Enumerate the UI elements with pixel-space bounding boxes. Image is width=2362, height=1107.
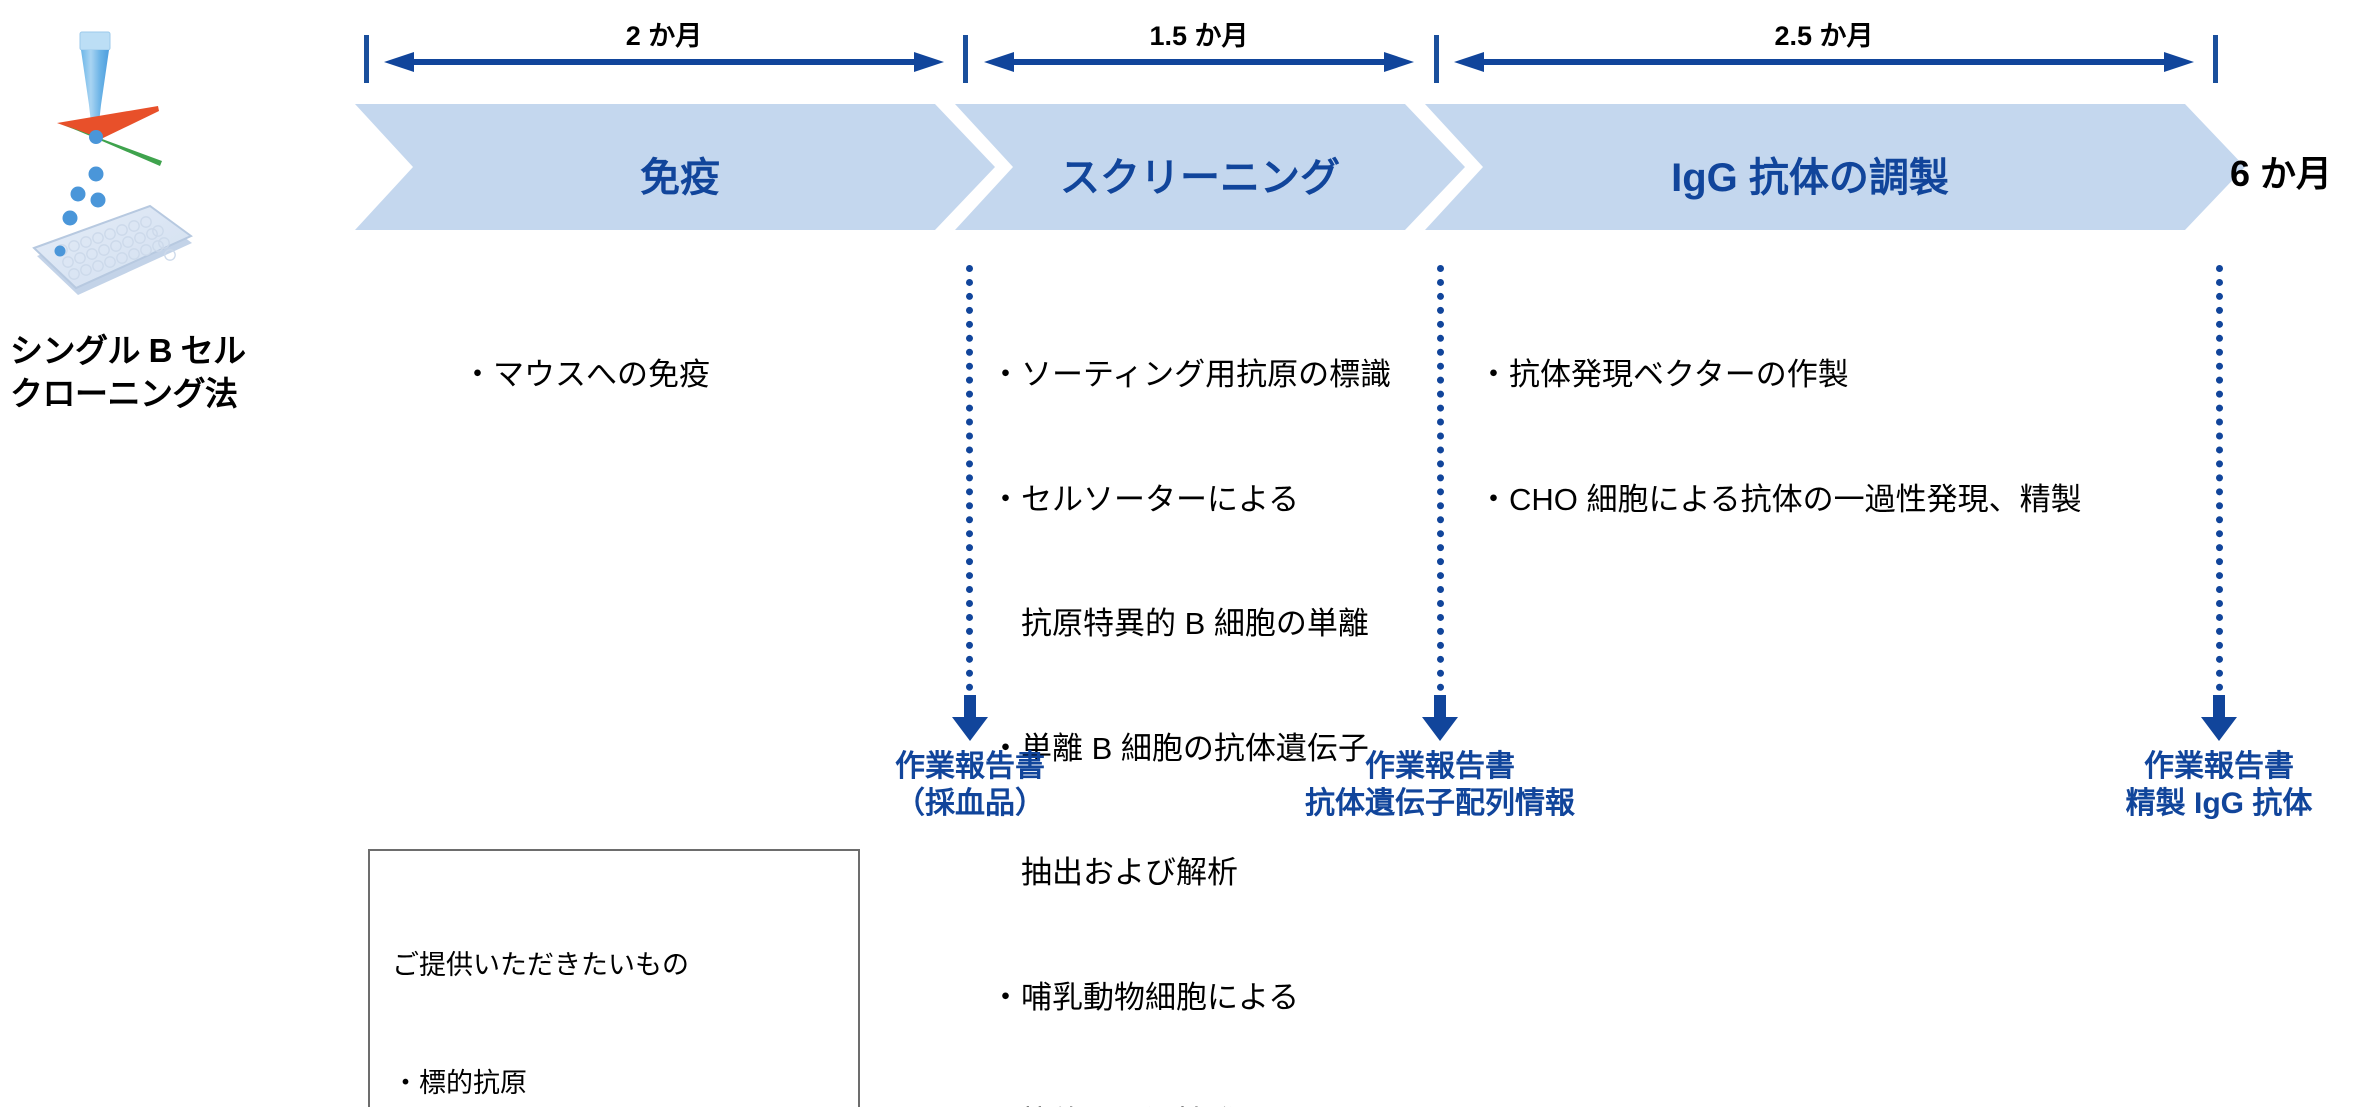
phase-title-0: 免疫 — [640, 156, 720, 200]
deliverable-line1: 作業報告書 — [895, 750, 1045, 783]
list-item: ・マウスへの免疫 — [462, 357, 710, 393]
phase-title-2: IgG 抗体の調製 — [1671, 156, 1949, 200]
tick-start — [364, 35, 369, 83]
single-cell-sorter-icon — [0, 10, 330, 310]
down-arrow-icon-3 — [2199, 695, 2239, 741]
bullet-list-screening: ・ソーティング用抗原の標識 ・セルソーターによる 抗原特異的 B 細胞の単離 ・… — [990, 271, 1420, 1107]
method-title-line2: クローニング法 — [10, 374, 238, 412]
phase-title-1: スクリーニング — [1060, 156, 1340, 200]
chevron-phase-0 — [355, 104, 995, 230]
deliverable-1: 作業報告書 （採血品） — [770, 748, 1170, 822]
dotted-separator-2 — [1437, 265, 1451, 705]
list-item: ・抗体発現ベクターの作製 — [1478, 357, 1849, 393]
total-duration-label: 6 か月 — [2230, 153, 2333, 194]
list-item: ・標的抗原 — [392, 1068, 527, 1099]
method-title-line1: シングル B セル — [10, 332, 246, 369]
method-title: シングル B セル クローニング法 — [10, 330, 320, 416]
deliverable-2: 作業報告書 抗体遺伝子配列情報 — [1240, 748, 1640, 822]
materials-to-provide-box: ご提供いただきたいもの ・標的抗原 ・（必要に応じて）ネガティブ抗原 ・（必要に… — [368, 849, 860, 1107]
dotted-separator-1 — [966, 265, 980, 705]
list-item: 抗体の一過性発現 — [990, 1102, 1420, 1107]
chevron-phase-1 — [955, 104, 1465, 230]
list-item: ・単離 B 細胞の抗体遺伝子 — [990, 730, 1369, 766]
deliverable-line1: 作業報告書 — [1365, 750, 1515, 783]
deliverable-line2: 精製 IgG 抗体 — [2125, 787, 2313, 821]
measure-label-0: 2 か月 — [625, 21, 703, 51]
down-arrow-icon-2 — [1420, 695, 1460, 741]
provide-box-heading: ご提供いただきたいもの — [392, 949, 689, 980]
bullet-list-igg-preparation: ・抗体発現ベクターの作製 ・CHO 細胞による抗体の一過性発現、精製 — [1478, 271, 2218, 603]
chevron-phase-2 — [1425, 104, 2245, 230]
down-arrow-icon-1 — [950, 695, 990, 741]
bullet-list-immunization: ・マウスへの免疫 — [462, 271, 942, 479]
dotted-separator-3 — [2216, 265, 2230, 705]
arrow-segment-2 — [1454, 47, 2194, 77]
list-item: ・ソーティング用抗原の標識 — [990, 357, 1392, 393]
deliverable-line1: 作業報告書 — [2144, 750, 2294, 783]
measure-label-2: 2.5 か月 — [1774, 21, 1874, 51]
phase-chevron-bar — [355, 104, 2245, 230]
list-item: ・CHO 細胞による抗体の一過性発現、精製 — [1478, 481, 2082, 517]
arrow-segment-1 — [984, 47, 1414, 77]
list-item: 抗原特異的 B 細胞の単離 — [990, 606, 1369, 642]
arrow-segment-0 — [384, 47, 944, 77]
list-item: ・セルソーターによる — [990, 481, 1300, 517]
deliverable-3: 作業報告書 精製 IgG 抗体 — [2019, 748, 2362, 822]
list-item: 抽出および解析 — [990, 855, 1238, 891]
tick-end — [2213, 35, 2218, 83]
deliverable-line2: 抗体遺伝子配列情報 — [1305, 787, 1575, 821]
list-item: ・哺乳動物細胞による — [990, 980, 1300, 1016]
measure-label-1: 1.5 か月 — [1149, 21, 1249, 51]
tick-3_5mo — [1434, 35, 1439, 83]
tick-2mo — [963, 35, 968, 83]
deliverable-line2: （採血品） — [895, 787, 1045, 821]
